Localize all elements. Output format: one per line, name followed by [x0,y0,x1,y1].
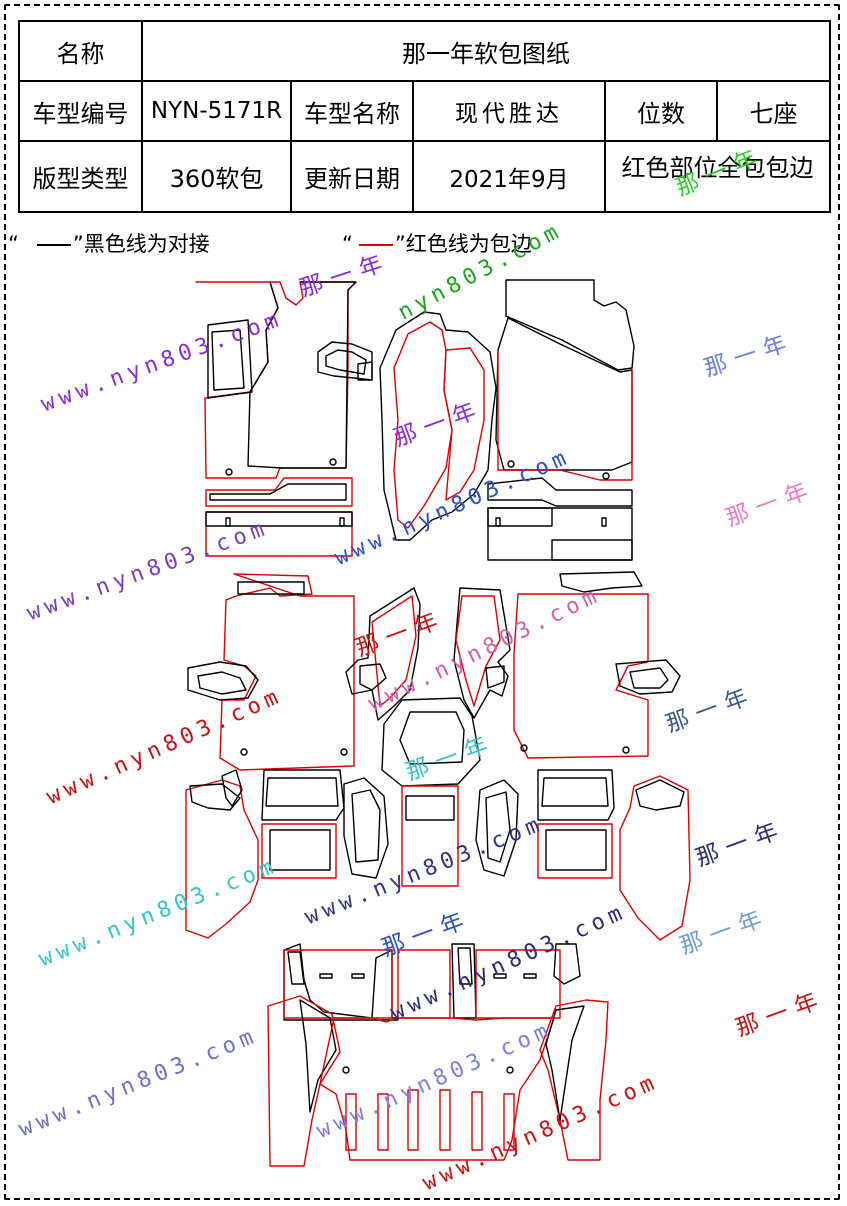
second-row-right-rear-mat [475,769,615,879]
third-row-left-mat [283,943,399,1021]
model-code: NYN-5171R [141,80,292,142]
seats-value: 七座 [716,80,831,142]
center-tunnel-strip [379,311,497,541]
seats-label: 位数 [604,80,718,142]
black-line-swatch [36,244,71,246]
second-row-left-mat [187,573,355,771]
third-row-right-mat [475,943,581,1019]
second-row-center-tunnel [381,697,481,887]
red-line-swatch [358,244,393,246]
driver-front-mat [195,281,357,557]
drawing-title: 那一年软包图纸 [141,20,831,82]
model-name-label: 车型名称 [290,80,414,142]
spec-table: 名称 那一年软包图纸 车型编号 NYN-5171R 车型名称 现代胜达 位数 七… [18,20,831,213]
model-name: 现代胜达 [412,80,606,142]
second-row-right-side-panel [619,775,691,941]
model-code-label: 车型编号 [18,80,143,142]
cargo-floor-mat [319,1017,555,1161]
second-row-center-right [453,587,511,719]
center-console-cover [317,341,373,381]
second-row-left-rear-mat [261,769,389,879]
passenger-front-mat [487,279,635,561]
legend-black: “”黑色线为对接 [8,232,210,256]
layout-type-label: 版型类型 [18,140,143,213]
layout-type: 360软包 [141,140,292,213]
legend-black-text: ”黑色线为对接 [72,232,210,256]
legend-red: “”红色线为包边 [342,232,532,256]
page-border [4,4,840,1200]
second-row-left-side-panel [185,769,259,939]
second-row-right-mat [513,571,681,759]
red-area-note: 红色部位全包包边 [604,140,831,213]
legend-red-text: ”红色线为包边 [394,232,532,256]
name-label: 名称 [18,20,143,82]
cargo-right-side-panel [539,999,609,1161]
second-row-center-left [345,587,421,721]
update-date-label: 更新日期 [290,140,414,213]
update-date: 2021年9月 [412,140,606,213]
